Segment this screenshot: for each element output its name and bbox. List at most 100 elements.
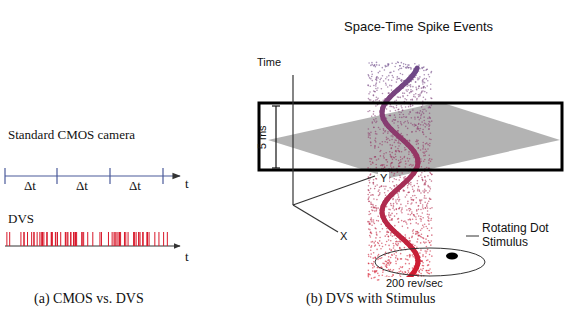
spike-event [140, 232, 141, 246]
spike-dot [380, 223, 382, 225]
spike-dot [418, 78, 420, 80]
spike-dot [408, 208, 410, 210]
spike-dot [413, 185, 415, 187]
spike-dot [375, 205, 377, 207]
spike-dot [425, 252, 427, 254]
spike-event [9, 232, 10, 246]
spike-dot [370, 201, 372, 203]
spike-dot [403, 116, 405, 118]
interval-label: Δt [129, 179, 141, 194]
spike-dot [424, 108, 426, 110]
spike-dot [373, 113, 375, 115]
spike-dot [417, 117, 419, 119]
spike-dot [394, 209, 396, 211]
spike-dot [395, 140, 397, 142]
spike-dot [407, 158, 409, 160]
leader-line [466, 236, 479, 237]
spike-dot [420, 174, 422, 176]
spike-dot [424, 151, 426, 153]
spike-dot [374, 227, 376, 229]
spike-event [81, 232, 82, 246]
spike-dot [393, 178, 395, 180]
spike-dot [399, 68, 401, 70]
spike-dot [388, 245, 390, 247]
spike-dot [393, 166, 395, 168]
spike-dot [422, 212, 424, 214]
spike-dot [389, 260, 391, 262]
spike-dot [395, 153, 397, 155]
spike-dot [375, 137, 377, 139]
spike-dot [390, 72, 392, 74]
spike-event [99, 232, 100, 246]
spike-dot [425, 182, 427, 184]
spike-dot [375, 85, 377, 87]
spike-dot [420, 117, 422, 119]
spike-dot [376, 234, 378, 236]
spike-dot [419, 218, 421, 220]
spike-dot [425, 242, 427, 244]
spike-dot [417, 140, 419, 142]
spike-dot [429, 158, 431, 160]
spike-dot [422, 204, 424, 206]
spike-dot [427, 175, 429, 177]
spike-dot [368, 276, 370, 278]
spike-dot [418, 215, 420, 217]
spike-dot [431, 105, 433, 107]
spike-dot [390, 205, 392, 207]
spike-dot [422, 142, 424, 144]
spike-dot [391, 79, 393, 81]
spike-dot [387, 236, 389, 238]
dvs-timeline [5, 232, 180, 246]
spike-dot [386, 136, 388, 138]
spike-dot [428, 162, 430, 164]
spike-dot [429, 116, 431, 118]
spike-dot [416, 99, 418, 101]
spike-dot [415, 86, 417, 88]
spike-dot [387, 63, 389, 65]
spike-event [65, 232, 66, 246]
frame-tick [56, 168, 57, 184]
spike-dot [404, 166, 406, 168]
spike-event [67, 232, 68, 246]
spike-dot [422, 67, 424, 69]
spike-dot [379, 79, 381, 81]
spike-dot [368, 128, 370, 130]
spike-dot [373, 242, 375, 244]
spike-dot [426, 92, 428, 94]
spike-dot [429, 198, 431, 200]
spike-dot [374, 64, 376, 66]
spike-dot [423, 238, 425, 240]
spike-dot [396, 107, 398, 109]
spike-dot [374, 272, 376, 274]
spike-dot [394, 66, 396, 68]
spike-event [51, 232, 52, 246]
spike-dot [410, 203, 412, 205]
spike-dot [373, 261, 375, 263]
spike-dot [431, 159, 433, 161]
spike-dot [368, 200, 370, 202]
spike-dot [424, 224, 426, 226]
spike-dot [379, 81, 381, 83]
spike-dot [399, 241, 401, 243]
spike-dot [393, 253, 395, 255]
rotation-path [375, 248, 485, 276]
spike-dot [369, 77, 371, 79]
spike-dot [402, 110, 404, 112]
spike-dot [404, 190, 406, 192]
spike-dot [374, 270, 376, 272]
spike-dot [382, 164, 384, 166]
spike-dot [391, 139, 393, 141]
spike-dot [425, 270, 427, 272]
spike-event [158, 232, 159, 246]
spike-dot [428, 128, 430, 130]
spike-dot [383, 80, 385, 82]
spike-dot [383, 132, 385, 134]
spike-dot [424, 183, 426, 185]
spike-event [138, 232, 139, 246]
spike-dot [397, 109, 399, 111]
spike-dot [429, 179, 431, 181]
spike-dot [399, 165, 401, 167]
spike-dot [385, 252, 387, 254]
spike-dot [391, 249, 393, 251]
spike-dot [396, 209, 398, 211]
